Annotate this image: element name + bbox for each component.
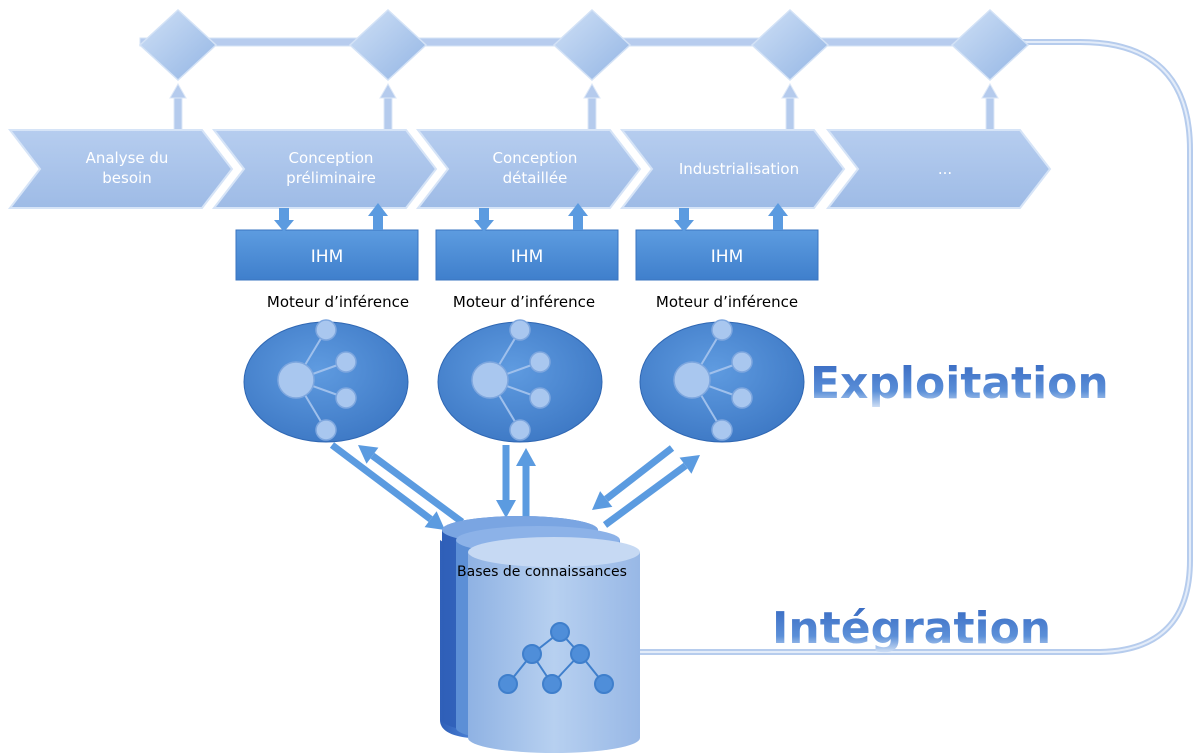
phase-chevrons: Analyse dubesoinConceptionpréliminaireCo…	[7, 129, 1052, 209]
flow-arrow	[358, 445, 465, 525]
down-arrow-icon	[274, 208, 294, 232]
phase-label: Industrialisation	[679, 160, 799, 178]
decision-diamond	[750, 8, 830, 82]
engine-label: Moteur d’inférence	[453, 293, 595, 311]
ihm-box: IHM	[435, 229, 619, 281]
up-arrow-icon	[379, 82, 397, 133]
decision-diamond	[950, 8, 1030, 82]
phase-chevron: Analyse du besoin	[7, 129, 234, 209]
up-arrow-icon	[368, 203, 388, 230]
up-arrow-icon	[169, 82, 187, 133]
up-arrow-icon	[768, 203, 788, 230]
ihm-box: IHM	[635, 229, 819, 281]
ihm-label: IHM	[311, 247, 343, 267]
engine-database-arrows	[329, 442, 700, 530]
flow-arrow	[516, 448, 536, 520]
phase-label: ...	[938, 160, 952, 178]
phase-chevron: ...	[825, 129, 1052, 209]
phase-chevron: Conception détaillée	[415, 129, 642, 209]
ihm-boxes: IHM IHM IHM	[235, 203, 819, 281]
ihm-label: IHM	[711, 247, 743, 267]
ihm-box: IHM	[235, 229, 419, 281]
ihm-label: IHM	[511, 247, 543, 267]
network-icon	[673, 319, 753, 441]
phase-label: Conception	[289, 149, 374, 167]
exploitation-label: Exploitation	[810, 358, 1109, 409]
phase-label: besoin	[102, 169, 151, 187]
database-label: Bases de connaissances	[457, 564, 627, 580]
phase-chevron: Conception préliminaire	[211, 129, 438, 209]
inference-engines: Moteur d’inférence Moteur d’inférence Mote…	[243, 293, 805, 443]
network-icon	[277, 319, 357, 441]
flow-arrow	[592, 445, 675, 510]
phase-chevron: Industrialisation	[619, 129, 846, 209]
phase-label: préliminaire	[286, 169, 376, 187]
network-icon	[471, 319, 551, 441]
phase-label: détaillée	[503, 169, 568, 187]
decision-diamond	[348, 8, 428, 82]
inference-engine: Moteur d’inférence	[243, 293, 409, 443]
up-arrow-icon	[568, 203, 588, 230]
engine-label: Moteur d’inférence	[656, 293, 798, 311]
decision-diamond	[552, 8, 632, 82]
knowledge-base-cylinder: Bases de connaissances	[440, 516, 640, 753]
phase-label: Conception	[493, 149, 578, 167]
down-arrow-icon	[674, 208, 694, 232]
engine-label: Moteur d’inférence	[267, 293, 409, 311]
flow-arrow	[602, 455, 700, 528]
decision-diamond	[138, 8, 218, 82]
up-arrow-icon	[981, 82, 999, 133]
up-arrow-icon	[781, 82, 799, 133]
inference-engine: Moteur d’inférence	[437, 293, 603, 443]
integration-label: Intégration	[772, 603, 1051, 654]
tree-icon	[498, 622, 614, 694]
down-arrow-icon	[474, 208, 494, 232]
up-arrow-icon	[583, 82, 601, 133]
inference-engine: Moteur d’inférence	[639, 293, 805, 443]
phase-label: Analyse du	[86, 149, 169, 167]
decision-diamonds	[138, 8, 1030, 133]
flow-arrow	[329, 442, 445, 530]
flow-arrow	[496, 445, 516, 518]
